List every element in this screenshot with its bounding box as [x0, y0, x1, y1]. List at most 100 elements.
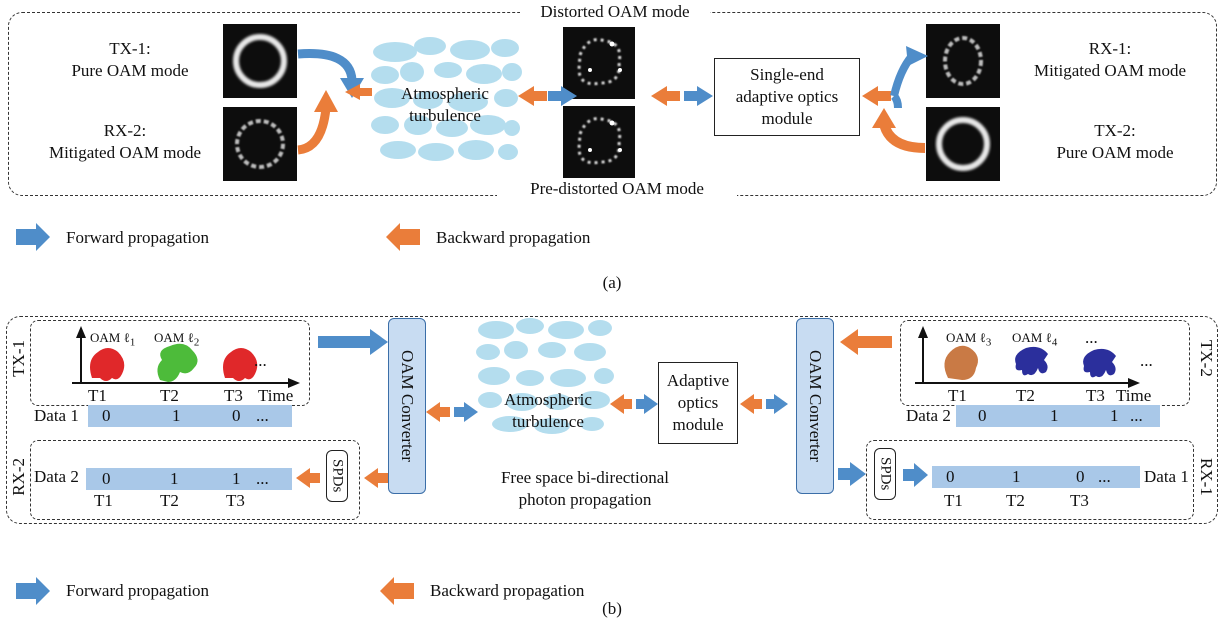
rx2-data-bar — [86, 468, 292, 490]
caption-a: (a) — [602, 273, 622, 292]
tx1-t3: T3 — [224, 386, 243, 405]
turbulence-cloud-a — [371, 37, 522, 161]
panel-b-arrows — [296, 329, 928, 488]
ao-b-line2: optics — [677, 393, 719, 412]
rx2-mitigated-mode-image — [223, 107, 297, 181]
oam-index: 3 — [985, 336, 992, 349]
rx1-data-label: Data 1 — [1144, 467, 1189, 486]
tx1-bit-1: 1 — [172, 406, 181, 425]
tx1-ellipsis: ... — [254, 351, 267, 370]
free-space-line1: Free space bi-directional — [500, 468, 670, 487]
oam-prefix: OAM ℓ — [946, 330, 986, 345]
tx1-label-line2: Pure OAM mode — [71, 61, 189, 80]
legend-b-forward-arrow — [16, 577, 50, 605]
rx2-bit-3: ... — [256, 469, 269, 488]
panel-b-frame — [6, 316, 1218, 524]
tx2-mode-shapes — [944, 345, 1116, 380]
tx2-label-line1: TX-2: — [1094, 121, 1136, 140]
turbulence-label-b: Atmospheric turbulence — [478, 389, 618, 433]
tx2-t3: T3 — [1086, 386, 1105, 405]
rx2-t3: T3 — [226, 491, 245, 510]
rx1-block — [866, 440, 1194, 520]
tx2-label-a: TX-2: Pure OAM mode — [1030, 120, 1200, 164]
spds-label: SPDs — [877, 457, 894, 491]
tx1-pure-mode-image — [223, 24, 297, 98]
spds-label: SPDs — [329, 459, 346, 493]
rx2-bit-0: 0 — [102, 469, 111, 488]
tx2-oam-l3: OAM ℓ3 — [946, 327, 991, 354]
tx2-oam-l4: OAM ℓ4 — [1012, 327, 1057, 354]
oam-index: 1 — [129, 336, 136, 349]
tx2-bit-3: ... — [1130, 406, 1143, 425]
oam-index: 2 — [193, 336, 200, 349]
legend-b-forward-label: Forward propagation — [66, 581, 210, 600]
adaptive-optics-module: Adaptive optics module — [658, 362, 738, 444]
ao-line3: module — [761, 109, 813, 128]
rx1-label-line2: Mitigated OAM mode — [1033, 61, 1187, 80]
legend-b-backward-arrow — [380, 577, 414, 605]
rx1-t3: T3 — [1070, 491, 1089, 510]
turbulence-label-a: Atmospheric turbulence — [375, 83, 515, 127]
tx2-time-label: Time — [1116, 386, 1152, 405]
oam-index: 4 — [1051, 336, 1058, 349]
tx2-label-line2: Pure OAM mode — [1056, 143, 1174, 162]
tx2-side-label: TX-2 — [1197, 340, 1216, 377]
converter-label: OAM Converter — [806, 350, 825, 462]
tx2-data-bar — [956, 405, 1160, 427]
free-space-label: Free space bi-directional photon propaga… — [470, 467, 700, 511]
tx1-side-label: TX-1 — [9, 340, 28, 377]
tx1-oam-l2: OAM ℓ2 — [154, 327, 199, 354]
tx2-bit-2: 1 — [1110, 406, 1119, 425]
tx1-label-a: TX-1: Pure OAM mode — [60, 38, 200, 82]
rx2-block — [30, 440, 360, 520]
single-end-ao-module: Single-end adaptive optics module — [714, 58, 860, 136]
rx2-bit-2: 1 — [232, 469, 241, 488]
rx2-t1: T1 — [94, 491, 113, 510]
ao-b-line1: Adaptive — [666, 371, 730, 390]
turbulence-line1: Atmospheric — [401, 84, 489, 103]
tx1-t1: T1 — [88, 386, 107, 405]
tx2-ellipsis: ... — [1140, 351, 1153, 370]
rx1-data-bar — [932, 466, 1140, 488]
rx2-t2: T2 — [160, 491, 179, 510]
pre-distorted-mode-image — [563, 106, 635, 178]
rx2-label-line1: RX-2: — [103, 121, 147, 140]
tx1-t2: T2 — [160, 386, 179, 405]
legend-a-forward-label: Forward propagation — [66, 228, 210, 247]
tx1-time-label: Time — [258, 386, 294, 405]
tx1-time-axis — [72, 326, 300, 388]
tx2-pure-mode-image — [926, 107, 1000, 181]
free-space-line2: photon propagation — [518, 490, 652, 509]
tx1-data-bar — [88, 405, 292, 427]
oam-prefix: OAM ℓ — [90, 330, 130, 345]
distorted-mode-title: Distorted OAM mode — [520, 1, 710, 23]
oam-converter-left: OAM Converter — [388, 318, 426, 494]
tx1-oam-l1: OAM ℓ1 — [90, 327, 135, 354]
rx1-label-a: RX-1: Mitigated OAM mode — [1010, 38, 1210, 82]
rx1-bit-1: 1 — [1012, 467, 1021, 486]
legend-a-backward-label: Backward propagation — [436, 228, 591, 247]
oam-prefix: OAM ℓ — [154, 330, 194, 345]
tx1-bit-2: 0 — [232, 406, 241, 425]
distorted-mode-image — [563, 27, 635, 99]
rx1-side-label: RX-1 — [1197, 458, 1216, 496]
turbulence-b-line2: turbulence — [512, 412, 584, 431]
tx1-label-line1: TX-1: — [109, 39, 151, 58]
tx1-bit-3: ... — [256, 406, 269, 425]
panel-a-arrows — [297, 46, 928, 155]
tx2-bit-1: 1 — [1050, 406, 1059, 425]
turbulence-line2: turbulence — [409, 106, 481, 125]
tx1-data-label: Data 1 — [34, 406, 79, 425]
converter-label: OAM Converter — [398, 350, 417, 462]
rx2-label-a: RX-2: Mitigated OAM mode — [30, 120, 220, 164]
caption-b: (b) — [602, 599, 622, 618]
pre-distorted-mode-title: Pre-distorted OAM mode — [497, 178, 737, 200]
ao-line1: Single-end — [750, 65, 824, 84]
turbulence-b-line1: Atmospheric — [504, 390, 592, 409]
tx2-bit-0: 0 — [978, 406, 987, 425]
tx2-data-label: Data 2 — [906, 406, 951, 425]
rx1-t2: T2 — [1006, 491, 1025, 510]
rx2-side-label: RX-2 — [9, 458, 28, 496]
ao-line2: adaptive optics — [735, 87, 839, 106]
